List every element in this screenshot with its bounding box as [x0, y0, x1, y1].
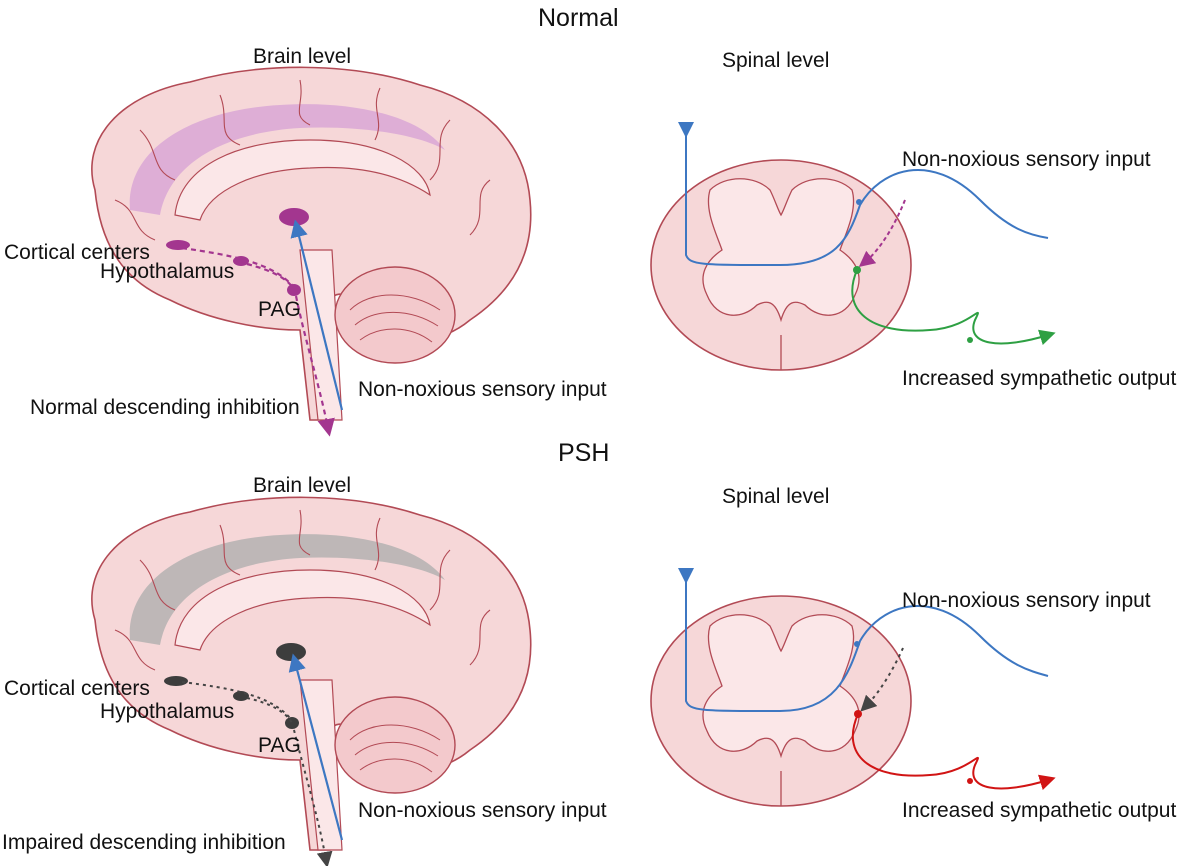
ascending-sensory-pathway-brain — [290, 219, 344, 411]
hypothalamus-nucleus-psh — [233, 691, 249, 701]
pag-label-normal: PAG — [258, 298, 301, 321]
cerebellum — [334, 266, 456, 364]
corpus-callosum — [174, 139, 431, 221]
limbic-band-psh — [129, 534, 446, 645]
panel-title-psh: PSH — [558, 439, 610, 467]
pag-label-psh: PAG — [258, 734, 301, 757]
descending-inhibition-label-psh: Impaired descending inhibition — [2, 831, 286, 854]
brainstem — [299, 249, 343, 421]
cortical-centers-nucleus-psh — [164, 676, 188, 686]
descending-inhibition-spinal-normal — [858, 199, 906, 268]
ascending-sensory-pathway-brain-psh — [288, 653, 344, 841]
gray-matter — [702, 178, 860, 323]
descending-pathway-psh — [181, 681, 326, 860]
cortical-centers-label-psh: Cortical centers — [4, 677, 150, 700]
spinal-sensory-label-normal: Non-noxious sensory input — [902, 148, 1151, 171]
sympathetic-output-psh — [851, 713, 1056, 791]
brain-level-heading-psh: Brain level — [253, 474, 352, 497]
brain-sensory-label-psh: Non-noxious sensory input — [358, 799, 607, 822]
sympathetic-output-label-psh: Increased sympathetic output — [902, 799, 1177, 822]
spinal-level-heading-normal: Spinal level — [722, 49, 830, 72]
thalamus-psh — [276, 643, 306, 661]
brain-level-heading-normal: Brain level — [253, 45, 352, 68]
hypothalamus-label-psh: Hypothalamus — [100, 700, 235, 723]
spinal-ascending-tract-psh — [678, 568, 1049, 713]
spinal-ascending-tract — [678, 122, 1049, 267]
descending-inhibition-label-normal: Normal descending inhibition — [30, 396, 300, 419]
spinal-level-heading-psh: Spinal level — [722, 485, 830, 508]
brain-illustration-psh — [91, 496, 532, 860]
cortical-centers-label-normal: Cortical centers — [4, 241, 150, 264]
descending-pathway-normal — [181, 246, 328, 428]
descending-inhibition-spinal-psh — [860, 647, 904, 712]
spinal-sensory-label-psh: Non-noxious sensory input — [902, 589, 1151, 612]
limbic-band — [129, 104, 446, 215]
sympathetic-output-normal — [851, 269, 1056, 346]
pag-nucleus-psh — [285, 717, 299, 729]
spinal-cord-normal — [650, 122, 1056, 371]
brain-sensory-label-normal: Non-noxious sensory input — [358, 378, 607, 401]
spinal-cord-psh — [650, 568, 1056, 807]
sympathetic-output-label-normal: Increased sympathetic output — [902, 367, 1177, 390]
brain-illustration-normal — [91, 66, 532, 428]
hypothalamus-label-normal: Hypothalamus — [100, 260, 235, 283]
panel-title-normal: Normal — [538, 4, 619, 32]
